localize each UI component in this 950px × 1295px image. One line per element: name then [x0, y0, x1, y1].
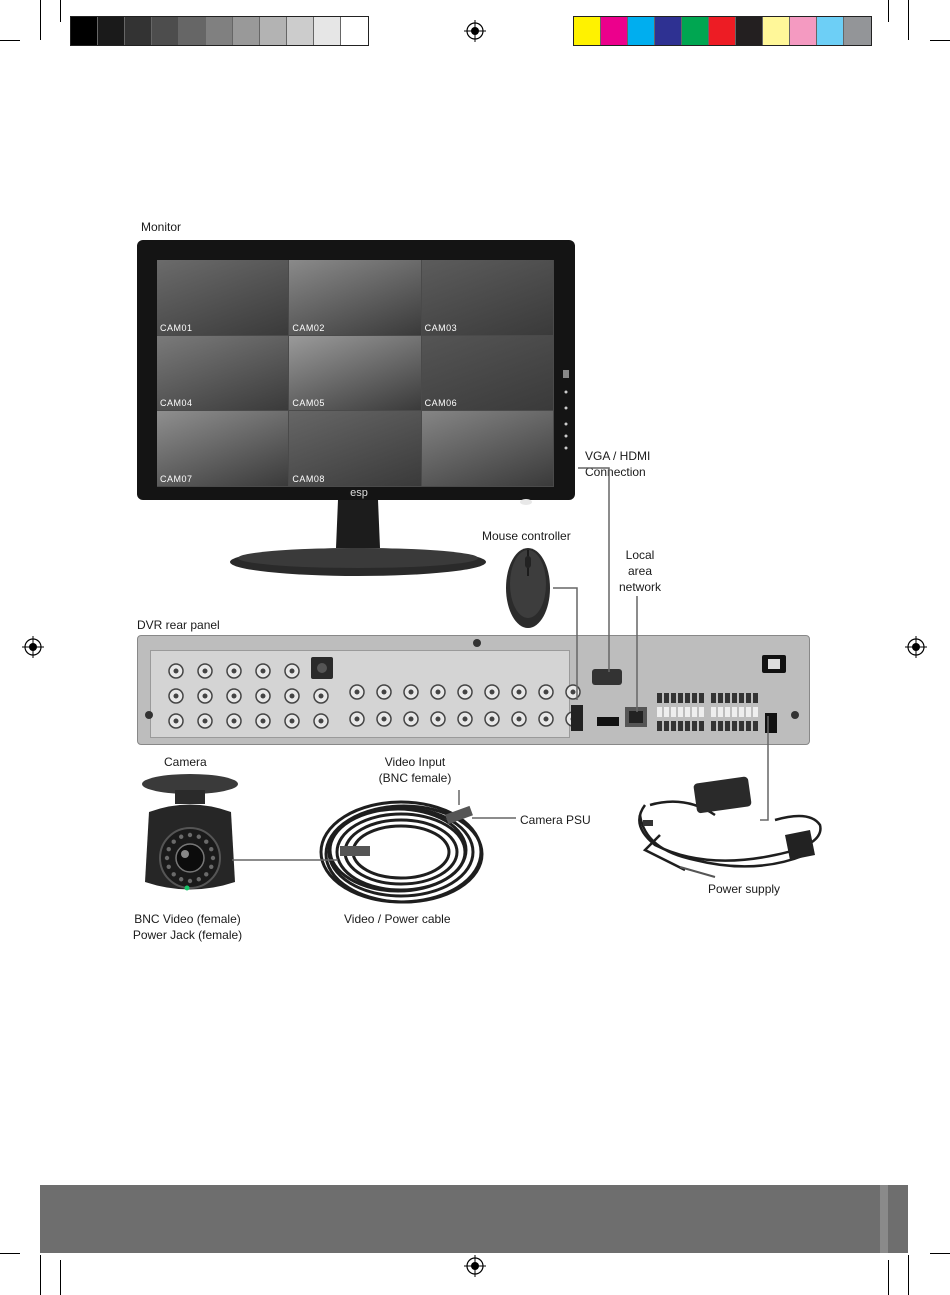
- footer-tab: [880, 1185, 888, 1253]
- page-footer-bar: [40, 1185, 908, 1253]
